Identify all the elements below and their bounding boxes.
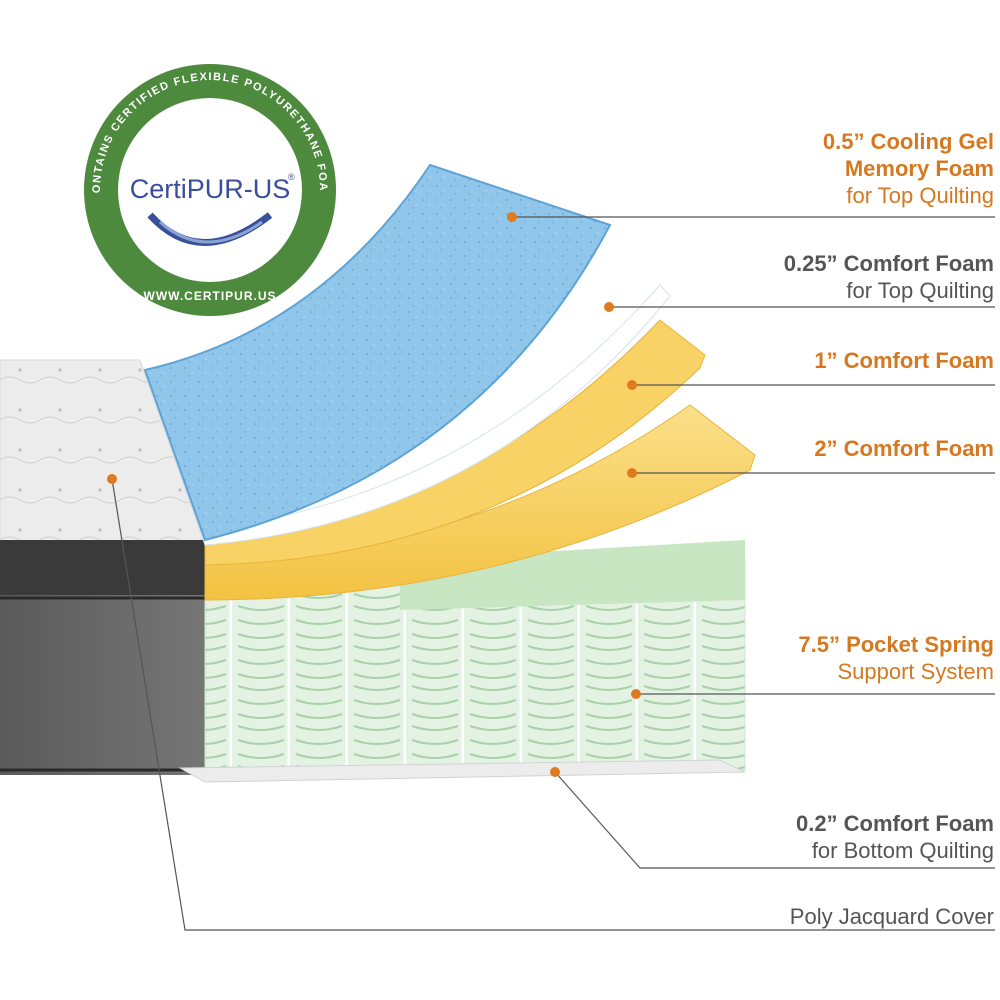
- seal-brand: CertiPUR-US: [130, 174, 291, 204]
- label-cover-line1: Poly Jacquard Cover: [789, 904, 994, 929]
- label-pocket-spring-line1: 7.5” Pocket Spring: [798, 632, 994, 657]
- certipur-seal: CONTAINS CERTIFIED FLEXIBLE POLYURETHANE…: [0, 0, 336, 316]
- label-comfort-2: 2” Comfort Foam: [814, 435, 994, 462]
- layer-cooling-gel: [143, 163, 612, 542]
- label-comfort-02-line2: for Bottom Quilting: [811, 838, 994, 863]
- label-comfort-1-line1: 1” Comfort Foam: [814, 348, 994, 373]
- label-cover: Poly Jacquard Cover: [790, 903, 994, 930]
- label-cooling-gel-line2: Memory Foam: [844, 156, 994, 181]
- label-cooling-gel-line3: for Top Quilting: [846, 183, 994, 208]
- seal-url: WWW.CERTIPUR.US: [144, 289, 277, 303]
- label-comfort-1: 1” Comfort Foam: [814, 347, 994, 374]
- label-comfort-02-line1: 0.2” Comfort Foam: [795, 811, 994, 836]
- label-comfort-02: 0.2” Comfort Foam for Bottom Quilting: [796, 810, 994, 864]
- label-comfort-025-line2: for Top Quilting: [846, 278, 994, 303]
- seal-registered: ®: [288, 172, 295, 182]
- label-cooling-gel-line1: 0.5” Cooling Gel: [822, 129, 994, 154]
- label-comfort-2-line1: 2” Comfort Foam: [814, 436, 994, 461]
- label-pocket-spring-line2: Support System: [837, 659, 994, 684]
- leader-dots: [107, 212, 641, 777]
- label-pocket-spring: 7.5” Pocket Spring Support System: [798, 631, 994, 685]
- label-cooling-gel: 0.5” Cooling Gel Memory Foam for Top Qui…: [823, 128, 994, 209]
- layer-comfort-025: [199, 284, 671, 546]
- label-comfort-025: 0.25” Comfort Foam for Top Quilting: [784, 250, 994, 304]
- leader-lines: [111, 216, 995, 931]
- label-comfort-025-line1: 0.25” Comfort Foam: [783, 251, 994, 276]
- mattress-cover-block: [0, 359, 210, 775]
